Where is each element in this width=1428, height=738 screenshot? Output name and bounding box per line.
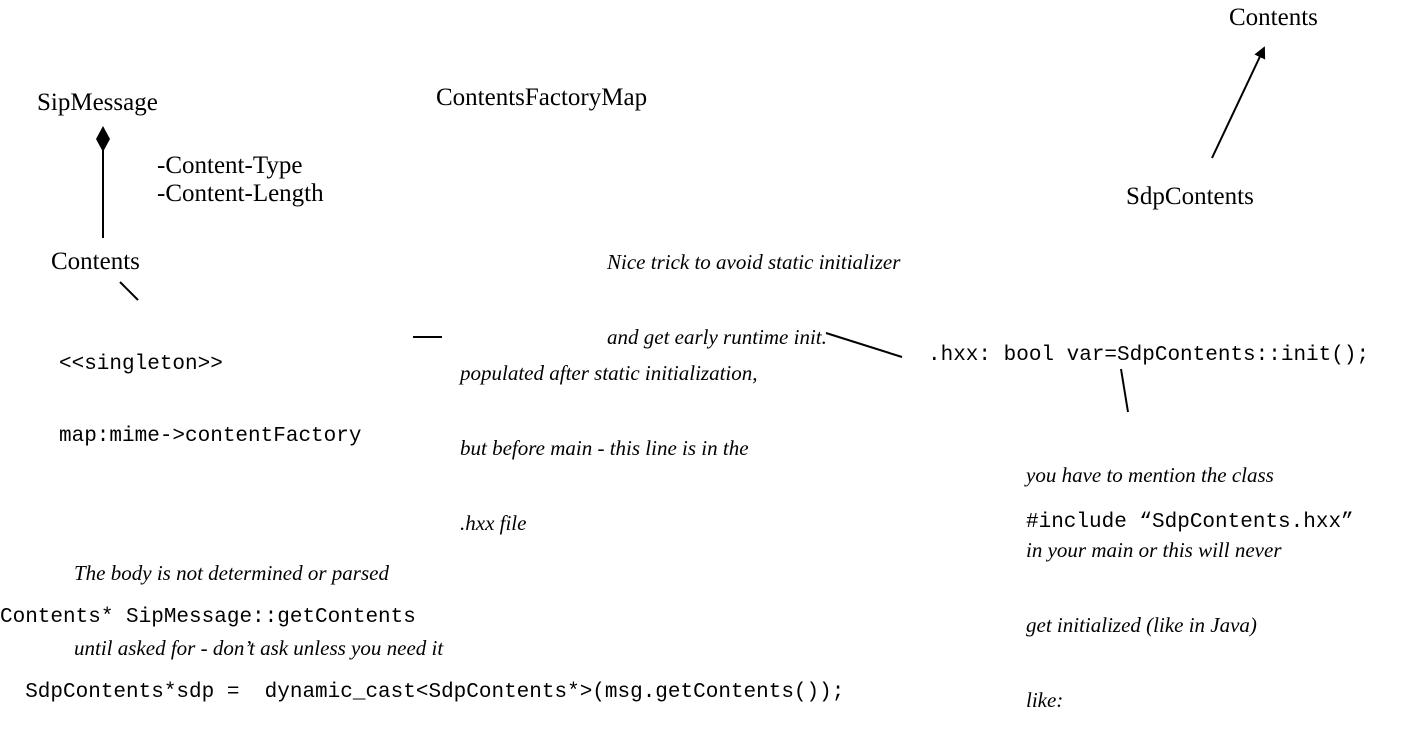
singleton-stereotype: <<singleton>>: [59, 353, 223, 376]
sipmessage-label: SipMessage: [37, 89, 158, 116]
contents-singleton-line: [119, 281, 139, 301]
note-body-line: until asked for - don’t ask unless you n…: [74, 636, 444, 660]
note-populated-line: .hxx file: [460, 511, 527, 535]
contents-label: Contents: [51, 248, 140, 275]
include-code: #include “SdpContents.hxx”: [1026, 511, 1354, 534]
contents-factory-map-label: ContentsFactoryMap: [436, 84, 648, 111]
dynamic-cast-code: SdpContents*sdp = dynamic_cast<SdpConten…: [0, 681, 845, 704]
note-mention-line: like:: [1026, 688, 1064, 712]
getcontents-code: Contents* SipMessage::getContents: [0, 606, 416, 629]
note-hxx-line: [825, 332, 903, 358]
contents-top-label: Contents: [1229, 4, 1318, 31]
note-trick: Nice trick to avoid static initializer a…: [607, 200, 900, 375]
note-populated: populated after static initialization, b…: [460, 311, 758, 561]
note-populated-line: but before main - this line is in the: [460, 436, 749, 460]
note-mention: you have to mention the class in your ma…: [1026, 413, 1282, 738]
content-length-label: -Content-Length: [157, 180, 324, 207]
note-trick-line: Nice trick to avoid static initializer: [607, 250, 901, 274]
composition-diamond: [96, 126, 110, 152]
hxx-mention-line: [1120, 368, 1129, 413]
hxx-code: .hxx: bool var=SdpContents::init();: [928, 344, 1370, 367]
note-body-line: The body is not determined or parsed: [74, 561, 389, 585]
note-mention-line: get initialized (like in Java): [1026, 613, 1257, 637]
note-populated-line: populated after static initialization,: [460, 361, 758, 385]
singleton-map: map:mime->contentFactory: [59, 425, 362, 448]
note-mention-line: you have to mention the class: [1026, 463, 1274, 487]
note-trick-line: and get early runtime init.: [607, 325, 827, 349]
note-mention-line: in your main or this will never: [1026, 538, 1282, 562]
note-body: The body is not determined or parsed unt…: [74, 511, 443, 686]
inheritance-arrow: [1211, 46, 1266, 159]
content-type-label: -Content-Type: [157, 152, 303, 179]
singleton-note: <<singleton>> map:mime->contentFactory: [59, 305, 361, 473]
sdpcontents-label: SdpContents: [1126, 183, 1254, 210]
